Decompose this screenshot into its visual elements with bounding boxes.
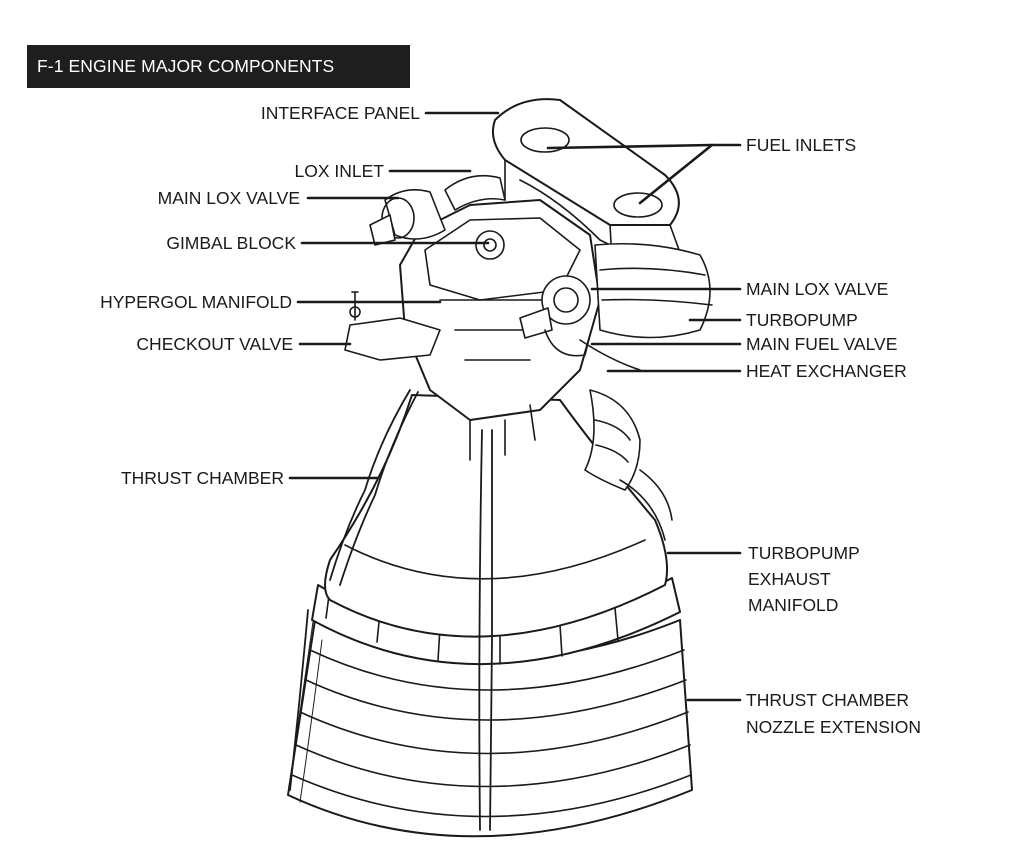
label-heat-exchanger: HEAT EXCHANGER <box>746 361 907 381</box>
label-gimbal-block: GIMBAL BLOCK <box>166 233 296 253</box>
label-main-lox-valve-left: MAIN LOX VALVE <box>158 188 300 208</box>
hypergol-checkout <box>344 291 441 361</box>
label-main-lox-valve-right: MAIN LOX VALVE <box>746 279 888 299</box>
exhaust-duct <box>584 389 673 541</box>
component-labels: INTERFACE PANEL LOX INLET MAIN LOX VALVE… <box>100 103 921 737</box>
chamber-fuel-lines <box>289 389 493 831</box>
label-nozzle-extension-line2: NOZZLE EXTENSION <box>746 717 921 737</box>
label-exhaust-manifold-line1: TURBOPUMP <box>748 543 860 563</box>
label-turbopump: TURBOPUMP <box>746 310 858 330</box>
label-exhaust-manifold-line3: MANIFOLD <box>748 595 838 615</box>
label-hypergol-manifold: HYPERGOL MANIFOLD <box>100 292 292 312</box>
label-interface-panel: INTERFACE PANEL <box>261 103 420 123</box>
engine-illustration <box>287 98 713 838</box>
label-lox-inlet: LOX INLET <box>295 161 385 181</box>
label-thrust-chamber: THRUST CHAMBER <box>121 468 284 488</box>
nozzle-extension <box>287 619 693 838</box>
leader-fuel-inlets-b <box>638 143 714 205</box>
label-exhaust-manifold-line2: EXHAUST <box>748 569 831 589</box>
label-nozzle-extension-line1: THRUST CHAMBER <box>746 690 909 710</box>
label-main-fuel-valve: MAIN FUEL VALVE <box>746 334 897 354</box>
leader-lines <box>288 111 742 702</box>
diagram-title: F-1 ENGINE MAJOR COMPONENTS <box>27 45 410 88</box>
label-fuel-inlets: FUEL INLETS <box>746 135 856 155</box>
thrust-chamber-bell <box>324 394 668 638</box>
lox-inlet-assembly <box>369 174 506 246</box>
turbopump-assembly <box>519 242 713 371</box>
label-checkout-valve: CHECKOUT VALVE <box>136 334 293 354</box>
